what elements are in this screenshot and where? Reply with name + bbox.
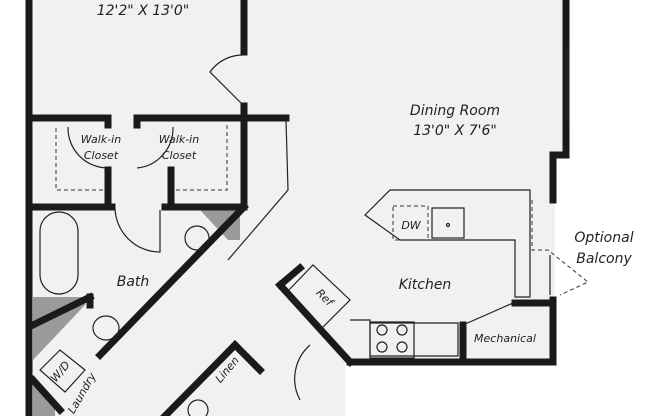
walls bbox=[25, 0, 570, 416]
refrigerator-icon bbox=[285, 264, 351, 329]
optional-balcony-line2: Balcony bbox=[576, 251, 632, 267]
dining-room-name: Dining Room bbox=[410, 103, 500, 119]
lower-sink-icon bbox=[187, 399, 209, 416]
bath-label: Bath bbox=[117, 274, 150, 290]
toilet-icon bbox=[92, 315, 120, 341]
closet-2-label-line1: Walk-in bbox=[159, 133, 199, 146]
washer-dryer-icon bbox=[39, 349, 86, 393]
optional-balcony-line1: Optional bbox=[574, 230, 633, 246]
bath-sink-icon bbox=[184, 225, 210, 251]
bedroom-dimensions: 12'2" X 13'0" bbox=[97, 3, 190, 19]
closet-1-label-line2: Closet bbox=[84, 149, 119, 162]
stove-icon bbox=[369, 321, 415, 359]
closet-2-label-line2: Closet bbox=[162, 149, 197, 162]
doors bbox=[55, 45, 589, 401]
kitchen-label: Kitchen bbox=[399, 277, 452, 293]
dining-room-dimensions: 13'0" X 7'6" bbox=[413, 123, 497, 139]
floor-area bbox=[30, 0, 568, 416]
dishwasher-label: DW bbox=[401, 219, 421, 232]
shaft-left bbox=[33, 297, 85, 360]
mechanical-label: Mechanical bbox=[474, 332, 536, 345]
closet-1-label-line1: Walk-in bbox=[81, 133, 121, 146]
sink-icon bbox=[431, 207, 465, 239]
bathtub-icon bbox=[39, 211, 79, 295]
kitchen-counter bbox=[285, 189, 531, 359]
